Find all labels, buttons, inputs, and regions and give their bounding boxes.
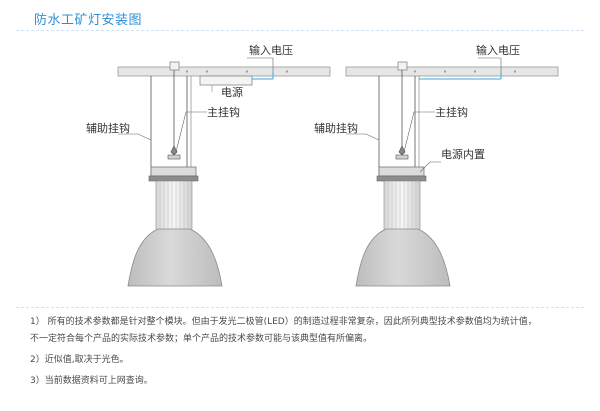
label-main-hook: 主挂钩: [207, 105, 240, 119]
hook-eye: [167, 154, 181, 160]
notes: 1） 所有的技术参数都是针对整个模块。但由于发光二极管(LED）的制造过程非常复…: [30, 316, 590, 396]
main-hook-icon: [398, 145, 406, 156]
label-aux-hook: 辅助挂钩: [314, 121, 358, 135]
header-divider: [16, 30, 584, 31]
leader-main-hook: [175, 111, 207, 153]
heatsink-fins: [387, 181, 417, 231]
note-1-continued: 不一定符合每个产品的实际技术参数；单个产品的技术参数可能与该典型值有所偏离。: [30, 334, 373, 344]
right-fixture: 输入电压 辅助挂钩 主挂钩 电源内置: [314, 43, 559, 287]
hook-eye: [395, 154, 409, 160]
lamp-ring: [376, 175, 427, 182]
lamp-top-cap: [378, 166, 425, 177]
label-input-voltage: 输入电压: [249, 43, 293, 57]
note-3: 3）当前数据资料可上网查询。: [30, 376, 153, 386]
leader-builtin-power: [419, 161, 441, 173]
note-2: 2）近似值,取决于光色。: [30, 355, 129, 365]
heatsink: [383, 180, 421, 232]
left-fixture: 输入电压 电源 辅助挂钩 主挂钩: [86, 43, 331, 287]
heatsink-fins: [159, 181, 189, 231]
label-power-supply: 电源: [221, 85, 243, 99]
ceiling-beam: [117, 66, 331, 77]
lamp-top-cap: [150, 166, 197, 177]
leader-aux-hook: [346, 133, 380, 141]
label-builtin-power: 电源内置: [441, 147, 485, 161]
ceiling-bolts: [185, 70, 289, 73]
page-title: 防水工矿灯安装图: [34, 13, 143, 28]
heatsink: [155, 180, 193, 232]
label-main-hook: 主挂钩: [435, 105, 468, 119]
reflector: [127, 228, 223, 287]
footer-divider: [16, 307, 584, 308]
note-1: 1） 所有的技术参数都是针对整个模块。但由于发光二极管(LED）的制造过程非常复…: [30, 317, 537, 327]
label-aux-hook: 辅助挂钩: [86, 121, 130, 135]
label-input-voltage: 输入电压: [476, 43, 520, 57]
reflector: [355, 228, 451, 287]
ceiling-bolts: [413, 70, 517, 73]
ceiling-bracket: [397, 61, 408, 71]
leader-main-hook: [403, 111, 435, 153]
power-supply-box: [199, 75, 253, 86]
installation-diagram: 输入电压 电源 辅助挂钩 主挂钩: [86, 43, 559, 287]
lamp-ring: [148, 175, 199, 182]
ceiling-bracket: [169, 61, 180, 71]
leader-aux-hook: [118, 133, 152, 141]
main-hook-icon: [170, 145, 178, 156]
header: 防水工矿灯安装图: [0, 0, 600, 31]
ceiling-beam: [345, 66, 559, 77]
